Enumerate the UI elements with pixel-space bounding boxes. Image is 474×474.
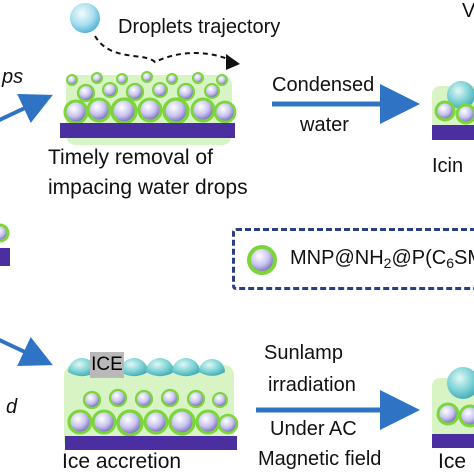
timely-removal-line1: Timely removal of [48, 146, 213, 169]
nanoparticle [91, 409, 117, 435]
top-right-droplet [447, 81, 474, 109]
ice-tag: ICE [90, 352, 124, 378]
nanoparticle [160, 388, 180, 408]
nanoparticle [125, 82, 145, 102]
bottom-left-substrate [65, 436, 237, 450]
nanoparticle [63, 99, 89, 125]
ice-droplet [199, 359, 225, 376]
nanoparticle [204, 83, 220, 99]
nanoparticle [82, 390, 102, 410]
droplets-trajectory-label: Droplets trajectory [118, 16, 281, 38]
legend-sub2: 6 [446, 255, 454, 271]
magnetic-field-label: Magnetic field [258, 448, 382, 470]
nanoparticle [141, 71, 153, 83]
nanoparticle [86, 97, 112, 123]
condensed-label: Condensed [272, 74, 375, 96]
nanoparticle [137, 97, 163, 123]
legend-suffix: SMA-SMA-GM [453, 247, 474, 269]
top-left-substrate [60, 123, 235, 138]
nanoparticle [192, 72, 204, 84]
nanoparticle [190, 97, 216, 123]
ice-droplet [146, 358, 174, 377]
ice-droplet [172, 358, 200, 377]
nanoparticle [76, 83, 96, 103]
top-left-surface [60, 71, 237, 145]
water-label: water [300, 114, 349, 136]
legend-sub1: 2 [383, 255, 392, 271]
nanoparticle [108, 388, 128, 408]
nanoparticle [176, 82, 196, 102]
nanoparticle [152, 82, 168, 98]
nanoparticle [116, 73, 128, 85]
legend-text: MNP@NH2@P(C6SMA-SMA-GM [290, 247, 474, 270]
legend-particle-icon [247, 245, 277, 275]
ice-partial-label: Ice [438, 450, 467, 473]
nanoparticle [116, 409, 144, 437]
nanoparticle [67, 409, 93, 435]
nanoparticle [217, 413, 239, 435]
bottom-left-surface [64, 358, 239, 450]
nanoparticle [102, 82, 118, 98]
nanoparticle [168, 408, 196, 436]
icing-partial-label: Icin [432, 155, 464, 177]
irradiation-label: irradiation [268, 374, 356, 396]
top-right-substrate [432, 125, 474, 140]
trajectory-arrowhead [226, 54, 240, 70]
legend-middle: @P(C [391, 247, 447, 269]
edge-top-right-label: V [462, 0, 474, 22]
nanoparticle [143, 409, 169, 435]
nanoparticle [66, 74, 78, 86]
left-top-arrow [0, 93, 53, 123]
legend-box [232, 228, 474, 290]
nanoparticle [110, 97, 138, 125]
nanoparticle [216, 74, 228, 86]
nanoparticle [212, 392, 228, 408]
legend-prefix: MNP@NH [290, 247, 384, 269]
nanoparticle [91, 72, 103, 84]
top-right-surface [432, 81, 474, 140]
ice-droplet [68, 358, 96, 377]
sunlamp-label: Sunlamp [264, 342, 343, 364]
falling-droplet [70, 3, 100, 33]
nanoparticle [213, 100, 237, 124]
left-middle-fragment [0, 223, 10, 266]
bottom-right-surface [432, 367, 474, 448]
under-ac-label: Under AC [270, 418, 357, 440]
ice-droplet [120, 358, 148, 377]
edge-bottom-left-label: d [6, 396, 18, 418]
nanoparticle [186, 389, 206, 409]
nanoparticle [166, 73, 178, 85]
timely-removal-line2: impacing water drops [48, 176, 248, 199]
nanoparticle [162, 97, 190, 125]
nanoparticle [195, 409, 221, 435]
ice-accretion-label: Ice accretion [62, 450, 182, 473]
edge-top-left-label: ps [2, 66, 24, 88]
nanoparticle [134, 389, 154, 409]
left-bottom-arrow [0, 337, 53, 367]
trajectory-dashed-path [94, 35, 236, 64]
